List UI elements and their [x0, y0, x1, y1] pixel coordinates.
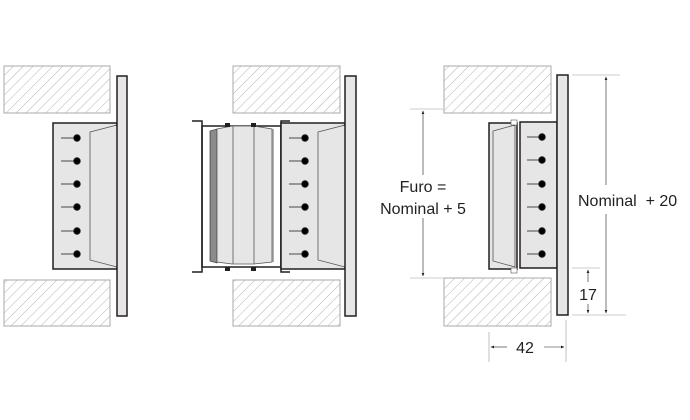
dimension-depth	[488, 320, 567, 362]
front-flange	[556, 74, 569, 316]
wall-top	[232, 65, 341, 114]
figure-dimensions: Furo = Nominal + 5 Nominal + 20 17 42	[380, 65, 677, 362]
dimension-overall	[572, 74, 626, 316]
hole-label-line2: Nominal + 5	[380, 201, 466, 218]
front-flange	[116, 75, 128, 317]
dimension-hole	[410, 108, 443, 279]
wall-top	[443, 65, 552, 114]
bracket-left	[192, 120, 203, 273]
flange-label: 17	[579, 287, 597, 304]
wall-top	[3, 65, 111, 114]
blade-pivots	[527, 133, 546, 258]
hole-label-line1: Furo =	[400, 179, 447, 196]
wall-bottom	[232, 279, 341, 327]
wall-bottom	[3, 279, 111, 327]
damper-dark-blade	[209, 128, 218, 264]
grille-body	[519, 121, 558, 269]
blade-pivots	[61, 134, 81, 258]
damper-clips	[225, 123, 256, 271]
figure-grille-installed	[3, 65, 128, 327]
depth-label: 42	[516, 340, 534, 357]
blade-pivots	[289, 134, 309, 258]
front-flange	[344, 75, 357, 317]
overall-label: Nominal + 20	[578, 193, 677, 210]
figure-grille-with-damper	[192, 65, 357, 327]
damper-profile	[89, 124, 118, 268]
wall-bottom	[443, 277, 552, 327]
damper-blades	[216, 125, 273, 265]
dimension-flange	[572, 267, 600, 314]
damper-profile	[317, 124, 346, 268]
